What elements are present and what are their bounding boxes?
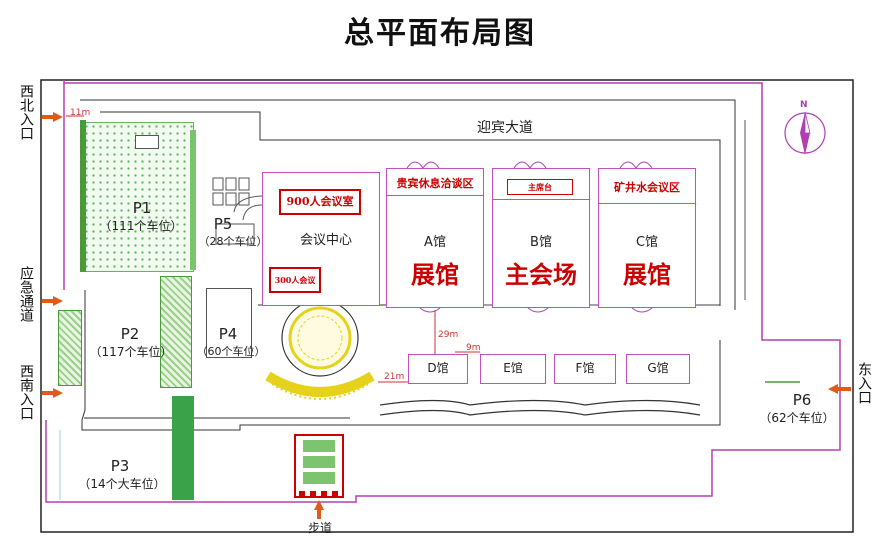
p4-lot bbox=[206, 288, 252, 358]
compass-north: N bbox=[800, 100, 808, 110]
room-900: 900人会议室 bbox=[279, 189, 361, 215]
road-edge-inner bbox=[100, 111, 721, 306]
p5-label: P5 bbox=[213, 215, 233, 233]
room-300: 300人会议 bbox=[269, 267, 321, 293]
entrance-emergency: 应急通道 bbox=[18, 266, 34, 322]
p1-label: P1 bbox=[132, 199, 152, 217]
p1-booth bbox=[135, 135, 159, 149]
emergency-green bbox=[58, 310, 82, 386]
p5-capacity: （28个车位） bbox=[198, 235, 268, 248]
hall-b-sign: 主席台 bbox=[507, 179, 573, 195]
south-road-inner bbox=[290, 340, 721, 426]
stairs-arc bbox=[265, 371, 375, 397]
hall-e: E馆 bbox=[480, 354, 546, 384]
south-road-edge bbox=[81, 290, 290, 431]
hall-g: G馆 bbox=[626, 354, 690, 384]
p3-capacity: （14个大车位） bbox=[78, 477, 166, 491]
entrance-east: 东入口 bbox=[856, 362, 872, 404]
road-edge-north bbox=[80, 99, 736, 310]
p1-green-edge bbox=[80, 120, 86, 272]
p3-label: P3 bbox=[110, 457, 130, 475]
map-title: 总平面布局图 bbox=[344, 16, 536, 51]
p4-label: P4 bbox=[218, 325, 238, 343]
distance-9m: 9m bbox=[466, 343, 481, 353]
entrance-northwest: 西北入口 bbox=[18, 84, 34, 140]
p4-capacity: （60个车位） bbox=[196, 345, 266, 358]
conference-center: 900人会议室 会议中心 300人会议 bbox=[262, 172, 380, 306]
site-outer-frame bbox=[40, 79, 854, 533]
hall-a: 贵宾休息洽谈区 A馆 展馆 bbox=[386, 168, 484, 308]
p2-green-belt bbox=[160, 276, 192, 388]
distance-11m: 11m bbox=[70, 108, 91, 118]
p3-green-strip bbox=[172, 396, 194, 500]
p2-capacity: （117个车位） bbox=[89, 345, 173, 359]
hall-d: D馆 bbox=[408, 354, 468, 384]
hall-c-big: 展馆 bbox=[623, 260, 671, 289]
hall-f: F馆 bbox=[554, 354, 616, 384]
hall-a-name: A馆 bbox=[424, 235, 446, 250]
p1-capacity: （111个车位） bbox=[99, 219, 183, 233]
hall-a-sign: 贵宾休息洽谈区 bbox=[387, 177, 483, 196]
hall-b-big: 主会场 bbox=[505, 260, 577, 289]
p6-capacity: （62个车位） bbox=[759, 411, 835, 425]
distance-21m: 21m bbox=[384, 372, 405, 382]
road-label: 迎宾大道 bbox=[477, 120, 533, 136]
hall-c: 矿井水会议区 C馆 展馆 bbox=[598, 168, 696, 308]
hall-c-name: C馆 bbox=[635, 235, 659, 250]
p6-label: P6 bbox=[792, 391, 812, 409]
hall-a-big: 展馆 bbox=[411, 260, 459, 289]
hall-c-sign: 矿井水会议区 bbox=[599, 179, 695, 204]
hall-b-name: B馆 bbox=[530, 235, 552, 250]
hall-b: 主席台 B馆 主会场 bbox=[492, 168, 590, 308]
distance-29m: 29m bbox=[438, 330, 459, 340]
compass-icon bbox=[784, 111, 826, 155]
p2-label: P2 bbox=[120, 325, 140, 343]
conference-label: 会议中心 bbox=[299, 233, 352, 248]
entrance-southwest: 西南入口 bbox=[18, 364, 34, 420]
p5-parking-stalls bbox=[212, 177, 263, 245]
property-boundary bbox=[45, 80, 841, 503]
walkway-label: 步道 bbox=[307, 521, 332, 535]
p1-green-strip bbox=[190, 130, 196, 270]
